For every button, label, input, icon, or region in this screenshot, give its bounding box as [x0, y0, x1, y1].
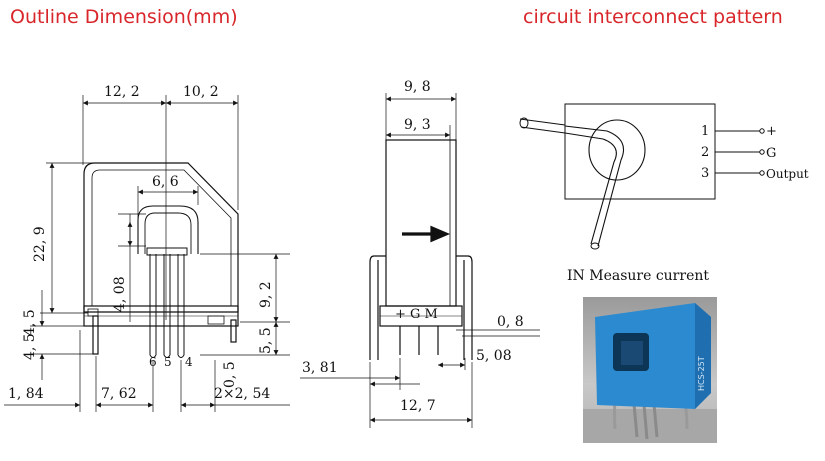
circuit-pin-1-label: + — [766, 124, 777, 139]
dim-inner-width: 6, 6 — [152, 174, 179, 190]
left-pin — [92, 315, 99, 355]
dim-side-base-width: 12, 7 — [400, 398, 436, 414]
circuit-pin-1-number: 1 — [701, 124, 709, 139]
side-view — [369, 139, 473, 360]
side-pin-labels: + G M — [395, 307, 438, 322]
dim-side-width-inner: 9, 3 — [404, 117, 431, 133]
circuit-caption: IN Measure current — [567, 268, 709, 284]
dim-base-height-lower: 4, 5 — [22, 333, 38, 360]
front-dimensions — [4, 95, 290, 412]
side-right-pin — [456, 255, 473, 360]
front-view — [83, 162, 239, 358]
dim-top-width-left: 12, 2 — [104, 84, 140, 100]
dim-left-offset: 1, 84 — [8, 386, 44, 402]
right-pin — [230, 319, 237, 343]
pin-number-6: 6 — [149, 355, 157, 369]
dim-pin-span: 7, 62 — [101, 386, 137, 402]
circuit-pattern-title: circuit interconnect pattern — [523, 6, 783, 28]
side-body — [385, 139, 457, 307]
dim-right-height: 9, 2 — [258, 281, 274, 308]
circuit-pin-2-label: G — [766, 146, 776, 161]
product-photo: HCS-25T — [583, 297, 717, 443]
pin-number-5: 5 — [164, 355, 172, 369]
side-dimensions — [300, 93, 540, 428]
dim-pin-pitch: 0, 5 — [222, 361, 238, 388]
toroid-core — [588, 119, 646, 181]
dim-base-height: 4, 5 — [22, 309, 38, 336]
circuit-pin-3-number: 3 — [701, 166, 709, 181]
dim-side-pin-offset: 3, 81 — [302, 360, 338, 376]
outline-dimension-title: Outline Dimension(mm) — [10, 6, 238, 28]
dim-pitch-label: 2×2, 54 — [214, 386, 270, 402]
primary-conductor — [519, 118, 566, 134]
sense-pins — [146, 247, 188, 358]
housing-inner-outline — [91, 169, 232, 306]
product-label: HCS-25T — [697, 356, 706, 391]
dim-pin-height: 5, 5 — [258, 327, 274, 354]
dim-pin-thickness: 0, 8 — [497, 314, 524, 330]
circuit-pin-2-number: 2 — [701, 145, 709, 160]
pin-number-4: 4 — [185, 355, 193, 369]
dim-top-width-right: 10, 2 — [183, 84, 219, 100]
dim-side-width-outer: 9, 8 — [404, 79, 431, 95]
current-direction-arrow — [402, 225, 451, 243]
housing-outline — [83, 162, 239, 313]
side-left-pin — [369, 255, 386, 360]
dim-pin-offset: 4, 08 — [112, 276, 128, 312]
circuit-box — [519, 103, 765, 250]
dim-side-pin-spacing: 5, 08 — [476, 348, 512, 364]
dim-total-height: 22, 9 — [32, 226, 48, 262]
circuit-pin-3-label: Output — [766, 167, 809, 181]
